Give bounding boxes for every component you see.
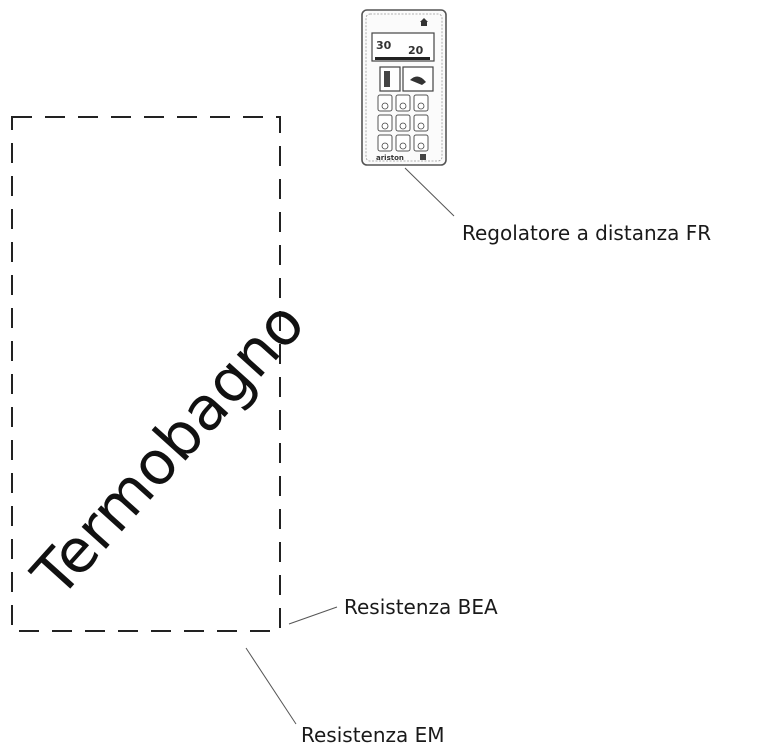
bea-leader-line	[288, 606, 338, 625]
em-label: Resistenza EM	[301, 723, 445, 747]
bea-label: Resistenza BEA	[344, 595, 498, 619]
comfort-button	[402, 66, 434, 92]
termobagno-area-outline	[11, 116, 281, 632]
display-right-value: 20	[408, 44, 424, 57]
remote-brand-text: ariston	[376, 154, 404, 162]
display-left-value: 30	[376, 39, 392, 52]
remote-display	[371, 32, 435, 62]
termobagno-label: Termobagno	[18, 288, 318, 610]
remote-controller-device: 30 20 ariston	[361, 9, 447, 166]
house-icon	[420, 18, 428, 22]
em-leader-line	[245, 647, 297, 725]
remote-label: Regolatore a distanza FR	[462, 221, 711, 245]
remote-leader-line	[404, 167, 455, 217]
